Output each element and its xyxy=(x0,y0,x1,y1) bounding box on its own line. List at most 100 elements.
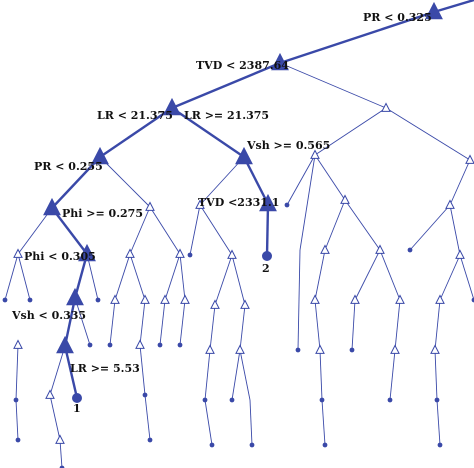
split-node xyxy=(210,299,220,309)
branch-edge xyxy=(314,299,321,351)
leaf-node xyxy=(322,442,328,448)
split-node xyxy=(175,248,185,258)
branch-edge xyxy=(129,253,146,301)
leaf-node xyxy=(319,397,325,403)
split-node xyxy=(140,294,150,304)
branch-edge xyxy=(249,399,253,446)
leaf-node xyxy=(13,397,19,403)
leaf-node xyxy=(209,442,215,448)
main-path-edge xyxy=(171,107,245,158)
split-label-vsh-0565: Vsh >= 0.565 xyxy=(246,139,330,152)
branch-edge xyxy=(159,299,166,346)
leaf-node-2 xyxy=(262,251,272,261)
leaf-label-1: 1 xyxy=(73,402,81,415)
branch-edge xyxy=(436,399,441,446)
branch-edge xyxy=(199,204,233,256)
split-node xyxy=(381,102,391,112)
branch-edge xyxy=(354,249,381,301)
branch-edge xyxy=(204,349,211,401)
leaf-node xyxy=(284,202,290,208)
split-node xyxy=(180,294,190,304)
leaf-node xyxy=(295,347,301,353)
split-node xyxy=(350,294,360,304)
branch-edge xyxy=(434,299,441,351)
branch-edge xyxy=(279,62,387,109)
branch-edge xyxy=(4,253,19,301)
branch-edge xyxy=(297,249,301,351)
branch-edge xyxy=(239,304,246,351)
branch-edge xyxy=(299,154,316,251)
split-node xyxy=(310,149,320,159)
leaf-node xyxy=(107,342,113,348)
leaf-node-1 xyxy=(72,393,82,403)
leaf-node xyxy=(407,247,413,253)
split-node xyxy=(320,244,330,254)
split-node xyxy=(465,154,474,164)
branch-edge xyxy=(214,254,233,306)
branch-edge xyxy=(239,349,251,401)
node-vsh-0335 xyxy=(66,287,84,306)
split-node xyxy=(315,344,325,354)
branch-edge xyxy=(17,207,53,255)
branch-edge xyxy=(49,394,61,441)
split-node xyxy=(455,249,465,259)
branch-edge xyxy=(231,254,246,306)
branch-edge xyxy=(459,254,474,301)
branch-edge xyxy=(209,304,216,351)
split-node xyxy=(160,294,170,304)
leaf-node xyxy=(187,252,193,258)
branch-edge xyxy=(17,253,31,301)
branch-edge xyxy=(129,206,151,255)
branch-edge xyxy=(99,156,151,208)
node-pr-0255 xyxy=(91,146,109,165)
main-path-edge xyxy=(171,61,281,110)
branch-edge xyxy=(179,253,186,301)
root-node xyxy=(425,1,443,20)
leaf-node xyxy=(2,297,8,303)
branch-edge xyxy=(189,204,201,256)
leaf-node xyxy=(95,297,101,303)
branch-edge xyxy=(319,349,323,401)
branch-edge xyxy=(379,249,401,301)
leaf-node xyxy=(202,397,208,403)
split-label-lr-greater: LR >= 21.375 xyxy=(184,109,269,122)
branch-edge xyxy=(199,156,245,206)
split-node xyxy=(13,248,23,258)
split-node xyxy=(110,294,120,304)
node-lr-21375 xyxy=(163,97,181,116)
branch-edge xyxy=(324,199,346,251)
split-node xyxy=(430,344,440,354)
leaf-node xyxy=(437,442,443,448)
branch-edge xyxy=(15,344,19,401)
branch-edge xyxy=(109,299,116,346)
branch-edge xyxy=(164,253,181,301)
leaf-node xyxy=(349,347,355,353)
main-path-edge xyxy=(63,345,79,399)
branch-edge xyxy=(149,206,181,255)
split-node xyxy=(145,201,155,211)
split-node xyxy=(235,344,245,354)
split-node xyxy=(55,434,65,444)
main-path-edge xyxy=(99,107,173,158)
branch-edge xyxy=(59,439,63,468)
node-tvd-2387 xyxy=(271,52,289,71)
leaf-node xyxy=(15,437,21,443)
branch-edge xyxy=(286,154,316,206)
split-node xyxy=(395,294,405,304)
leaf-node xyxy=(471,297,474,303)
split-node xyxy=(45,389,55,399)
branch-edge xyxy=(231,349,241,401)
main-path-edge xyxy=(265,203,270,257)
branch-edge xyxy=(314,249,326,301)
leaf-node xyxy=(387,397,393,403)
leaf-node xyxy=(59,465,65,468)
branch-edge xyxy=(139,299,146,346)
branch-edge xyxy=(204,399,213,446)
split-label-root: PR < 0.325 xyxy=(363,11,432,24)
node-lr-553 xyxy=(56,335,74,354)
leaf-node xyxy=(177,342,183,348)
split-label-phi-0305: Phi < 0.305 xyxy=(24,250,96,263)
tree-edges xyxy=(4,0,474,468)
split-label-phi-0275: Phi >= 0.275 xyxy=(62,207,143,220)
branch-edge xyxy=(344,199,381,251)
